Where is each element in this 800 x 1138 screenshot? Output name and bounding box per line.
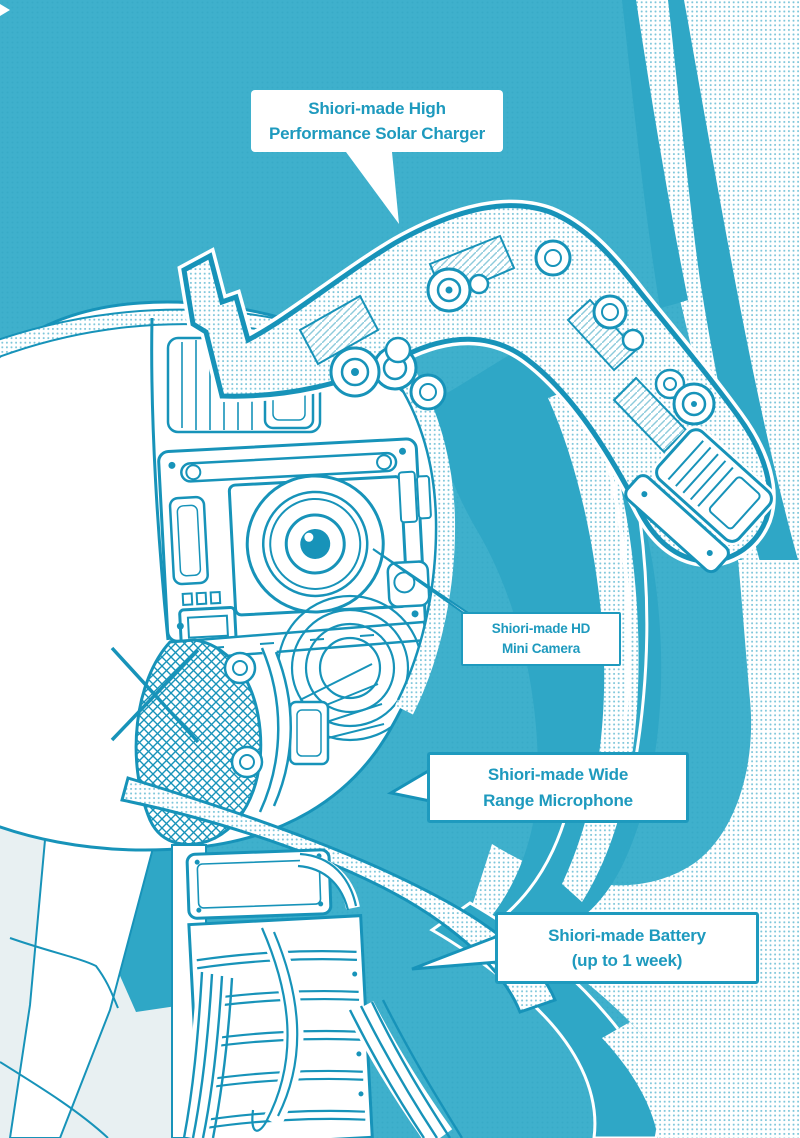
arm-joints [329,239,716,426]
camera-top-bracket [180,451,398,483]
tip-stripes [667,440,734,507]
shoulder [0,826,192,1138]
callout-camera-line1: Shiori-made HD [491,620,591,636]
solar-charger-arm [177,199,776,574]
battery-top-cell [185,848,333,920]
head-edge-band [395,373,456,715]
head-edge-line [396,385,438,701]
battery-pack [171,844,464,1138]
callout-battery-line1: Shiori-made Battery [548,925,706,945]
wire-swirl [276,594,424,742]
arm-plate [298,294,380,366]
panel-edge-mark [0,4,10,16]
callout-wide-range-microphone: Shiori-made Wide Range Microphone [427,752,689,823]
hair-strand [622,0,688,308]
vent-stripes [299,663,385,743]
arm-body [181,203,773,564]
collar-seam [9,937,119,1009]
x-mark [110,646,200,744]
hair-swoosh-shadow [602,1022,700,1138]
callout-hd-mini-camera: Shiori-made HD Mini Camera [461,612,621,666]
arm-tip-assembly [624,425,776,574]
hair-pale-region [472,560,800,1138]
camera-hinge [397,470,419,524]
callout-battery-line2: (up to 1 week) [571,951,683,970]
callout-camera-line2: Mini Camera [501,641,581,656]
callout-solar-charger: Shiori-made High Performance Solar Charg… [251,90,503,152]
collar-seam [0,1061,109,1138]
callout-mic-line2: Range Microphone [483,790,633,810]
robot-head [0,300,456,852]
cable-bundles [177,852,464,1138]
inner-plate [288,700,330,766]
callout-battery: Shiori-made Battery (up to 1 week) [495,912,759,984]
panel-divider [150,317,170,641]
callout-mic-line1: Shiori-made Wide [487,765,629,784]
camera-side-slot [168,495,209,586]
callout-solar-line2: Performance Solar Charger [268,124,486,143]
microphone-bracket [258,647,292,813]
arm-plate [566,298,638,372]
solar-callout-tail [346,152,399,224]
camera-module [157,437,432,648]
arm-plate [612,376,688,454]
jaw-band [120,776,557,1014]
callout-solar-line1: Shiori-made High [308,98,446,118]
